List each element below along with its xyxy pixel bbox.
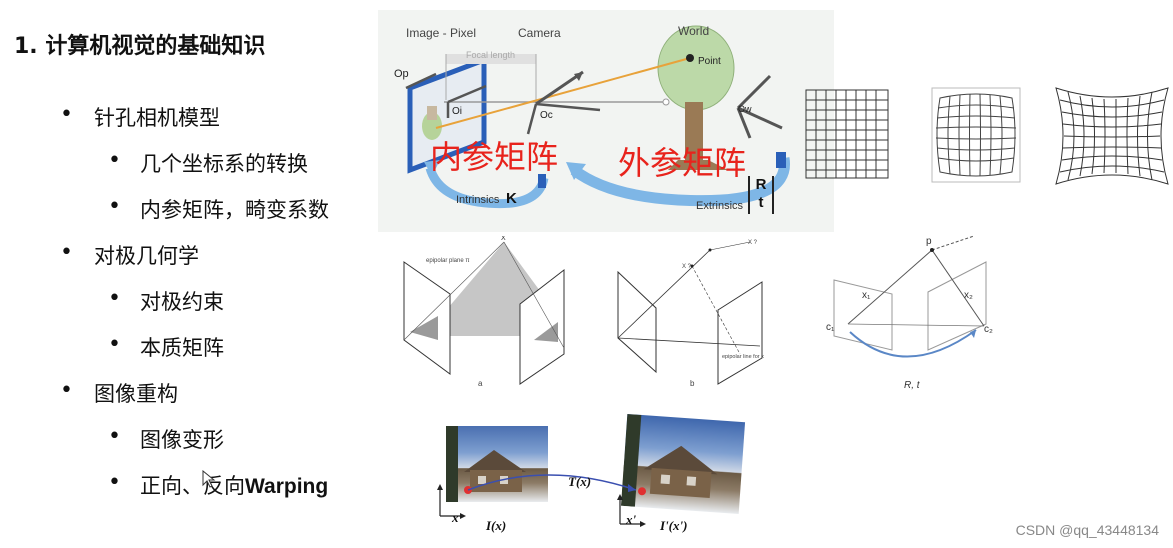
panel-a-label: a [478,379,483,388]
oi-label: Oi [452,106,462,117]
x-label: x [452,510,459,525]
mouse-cursor-icon [202,470,216,488]
outline-item-reconstruction: 图像重构 [94,382,178,406]
epipolar-diagram-b: X ? X ? epipolar line for x b [617,240,764,388]
world-label: World [678,24,710,38]
c1-label: c₁ [826,322,835,333]
grid-normal [805,89,889,179]
r-label: R [755,176,767,193]
x1-label: x₁ [862,290,871,301]
house-photo-svg [620,413,718,507]
x-mid-label: X ? [682,264,692,270]
outline-subitem: 内参矩阵，畸变系数 [140,198,329,222]
intrinsic-matrix-overlay: 内参矩阵 [430,138,559,176]
x-top-label: X ? [748,240,758,246]
focal-length-label: Focal length [466,50,516,60]
ow-label: Ow [738,104,752,114]
epipolar-diagram-c: p x₁ x₂ c₁ c₂ R, t [826,235,993,391]
grid-pincushion [1055,87,1169,185]
warped-image-label: I'(x') [660,518,688,533]
k-label: K [506,190,517,207]
bullet-dot: • [60,378,73,403]
x2-label: x₂ [964,290,973,301]
t-label: t [758,194,764,211]
outline-item-epipolar: 对极几何学 [94,244,199,268]
warping-term: Warping [245,475,329,498]
extrinsic-matrix-overlay: 外参矩阵 [618,144,747,182]
outline-subitem: 几个坐标系的转换 [140,152,308,176]
bullet-dot: • [60,240,73,265]
oc-label: Oc [540,110,553,121]
outline-item-pinhole: 针孔相机模型 [94,106,220,130]
epipolar-line-label: epipolar line for x [722,354,764,360]
camera-label: Camera [518,26,561,40]
bullet-dot: • [60,102,73,127]
x-point-label: X [501,236,506,242]
section-heading: 1. 计算机视觉的基础知识 [14,34,266,59]
xprime-label: x' [626,512,637,527]
warped-image [620,413,746,515]
outline-subitem-warping: 正向、反向Warping [140,474,329,498]
panel-b-label: b [690,379,695,388]
bullet-dot: • [108,470,121,495]
distortion-grids [805,87,1169,185]
camera-model-diagram: Image - Pixel Camera World Focal length … [378,10,834,232]
warp-annotations [437,474,646,527]
bullet-dot: • [108,148,121,173]
grid-barrel [931,87,1021,183]
outline-subitem: 图像变形 [140,428,224,452]
op-label: Op [394,68,409,80]
extrinsics-label: Extrinsics [696,200,744,212]
outline-subitem: 对极约束 [140,290,224,314]
p-label: p [926,236,932,247]
bullet-dot: • [108,194,121,219]
rt-matrix: R t [748,176,774,214]
camera-model-svg [405,25,790,209]
csdn-watermark: CSDN @qq_43448134 [1015,522,1159,538]
outline-subitem: 本质矩阵 [140,336,224,360]
point-label: Point [698,56,721,67]
bullet-dot: • [108,332,121,357]
epipolar-diagram-a: epipolar plane π X a [403,236,565,388]
transform-label: T(x) [568,474,592,489]
source-image-label: I(x) [486,518,507,533]
intrinsics-label: Intrinsics [456,194,500,206]
epipolar-plane-label: epipolar plane π [426,258,470,264]
c2-label: c₂ [984,324,993,335]
bullet-dot: • [108,424,121,449]
image-pixel-label: Image - Pixel [406,26,477,40]
rt-label: R, t [904,380,921,391]
bullet-dot: • [108,286,121,311]
